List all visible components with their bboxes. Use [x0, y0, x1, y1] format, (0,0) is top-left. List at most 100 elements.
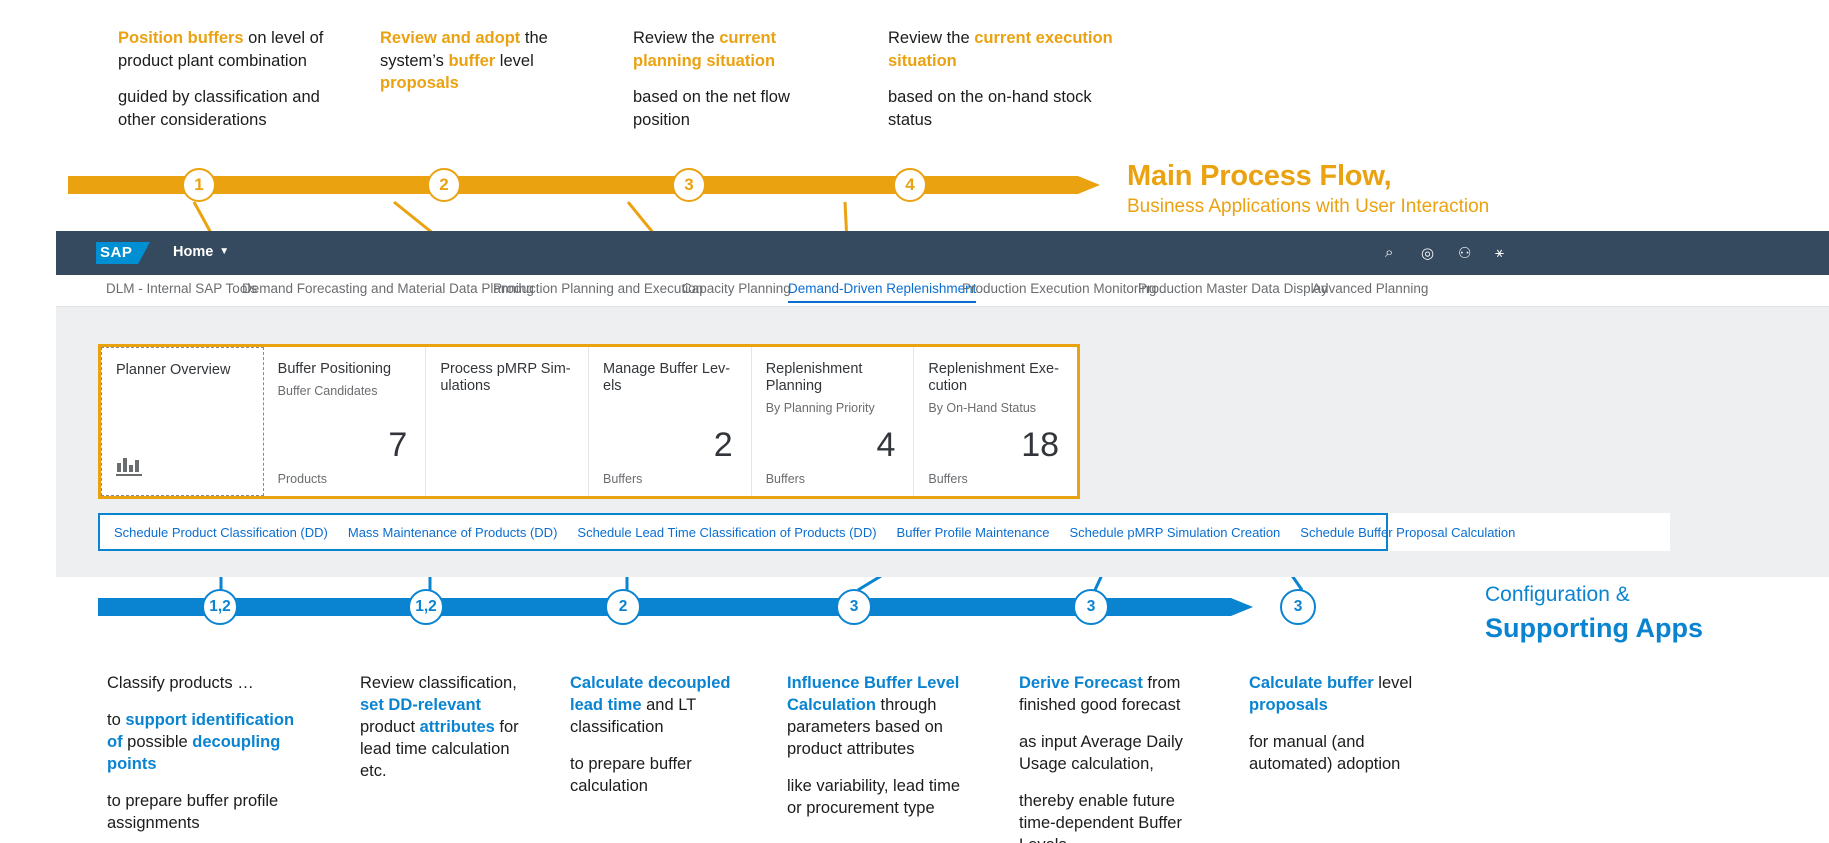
text-run: product [360, 718, 420, 736]
callout-step-2: Review and adopt the system’s buffer lev… [380, 27, 580, 95]
text-run: level [1373, 674, 1413, 692]
tile-footer-label: Buffers [928, 472, 968, 486]
text-run: for manual (and automated) adoption [1249, 733, 1401, 773]
support-step-marker-4: 3 [836, 589, 872, 625]
main-flow-subtitle: Business Applications with User Interact… [1127, 196, 1490, 217]
search-icon[interactable]: ⌕ [1385, 244, 1394, 261]
nav-tab-5[interactable]: Production Execution Monitoring [962, 281, 1157, 296]
text-paragraph: Calculate buffer level proposals [1249, 672, 1439, 716]
sap-logo: SAP [96, 242, 150, 264]
nav-tab-4[interactable]: Demand-Driven Replenishment [788, 281, 977, 303]
app-link-4[interactable]: Schedule pMRP Simulation Creation [1069, 524, 1281, 540]
text-paragraph: Influence Buffer Level Calculation throu… [787, 672, 972, 760]
tile-kpi-value: 2 [713, 426, 733, 464]
text-run: buffer [448, 51, 496, 70]
text-run: possible [122, 733, 193, 751]
support-column-6: Calculate buffer level proposals for manu… [1249, 672, 1439, 775]
text-run: Derive Forecast [1019, 674, 1143, 692]
text-paragraph: Review classification, set DD-relevant p… [360, 672, 540, 782]
user-icon[interactable]: ⚹ [1495, 244, 1505, 261]
text-run: Review and adopt [380, 29, 521, 47]
text-run: Position buffers [118, 29, 244, 47]
app-link-0[interactable]: Schedule Product Classification (DD) [114, 524, 328, 540]
supporting-apps-link-bar: Schedule Product Classification (DD) Mass… [98, 513, 1515, 551]
text-paragraph: for manual (and automated) adoption [1249, 731, 1439, 775]
tile-title: Replenishment Planning [765, 361, 863, 394]
support-flow-title-line2: Supporting Apps [1485, 613, 1703, 643]
text-run: guided by classification and other consi… [118, 88, 320, 129]
text-run: from finished good forecast [1019, 674, 1181, 714]
tile-footer-label: Buffers [765, 472, 806, 486]
app-link-3[interactable]: Buffer Profile Maintenance [896, 524, 1050, 540]
main-step-marker-1: 1 [182, 168, 216, 202]
chevron-down-icon: ▼ [219, 246, 230, 257]
app-link-1[interactable]: Mass Maintenance of Products (DD) [347, 524, 558, 540]
tile-footer-label: Products [277, 472, 328, 486]
text-paragraph: thereby enable future time-dependent Buf… [1019, 790, 1199, 843]
bar-chart-icon [116, 379, 249, 478]
support-column-4: Influence Buffer Level Calculation throu… [787, 672, 972, 819]
text-paragraph: to prepare buffer calculation [570, 753, 745, 797]
support-column-1: Classify products …to support identifica… [107, 672, 302, 834]
support-step-marker-6: 3 [1280, 589, 1316, 625]
text-run: on level of product plant combination [118, 29, 324, 70]
text-run: through parameters based on product attr… [787, 696, 943, 758]
text-paragraph: as input Average Daily Usage calculation… [1019, 731, 1199, 775]
tile-title: Buffer Positioning [277, 361, 392, 377]
text-paragraph: to prepare buffer profile assignments [107, 790, 302, 834]
tile-title: Replenishment Exe-cution [928, 361, 1059, 394]
nav-tab-7[interactable]: Advanced Planning [1312, 281, 1429, 296]
tile-2[interactable]: Process pMRP Sim-ulations [426, 347, 590, 496]
text-paragraph: guided by classification and other consi… [118, 86, 343, 131]
app-link-5[interactable]: Schedule Buffer Proposal Calculation [1300, 524, 1516, 540]
tile-footer-label: Buffers [603, 472, 643, 486]
tile-kpi-value [440, 395, 574, 479]
support-column-5: Derive Forecast from finished good forec… [1019, 672, 1199, 843]
nav-tab-3[interactable]: Capacity Planning [682, 281, 791, 296]
text-run: Review the [888, 29, 975, 47]
support-step-marker-1: 1,2 [202, 589, 238, 625]
home-label: Home [173, 244, 214, 260]
support-step-marker-3: 2 [605, 589, 641, 625]
main-arrow-bar [68, 176, 1100, 194]
text-run: support identification of [107, 711, 295, 751]
text-run: Influence Buffer Level Calculation [787, 674, 960, 714]
main-process-arrow: 1 2 3 4 [68, 165, 1098, 205]
text-run: to prepare buffer profile assignments [107, 792, 279, 832]
app-link-2[interactable]: Schedule Lead Time Classification of Pro… [577, 524, 877, 540]
tile-4[interactable]: Replenishment Planning By Planning Priori… [752, 347, 915, 496]
text-paragraph: Derive Forecast from finished good forec… [1019, 672, 1199, 716]
tile-0[interactable]: Planner Overview [101, 347, 264, 496]
nav-tab-1[interactable]: Demand Forecasting and Material Data Pla… [242, 281, 534, 296]
text-run: like variability, lead time or procureme… [787, 777, 961, 817]
globe-icon[interactable]: ◎ [1421, 245, 1435, 262]
text-run: based on the on-hand stock status [888, 88, 1092, 129]
text-run: Classify products … [107, 674, 254, 692]
text-run: current planning situation [633, 29, 777, 70]
text-run: based on the net flow position [633, 88, 790, 129]
tile-subtitle: By Planning Priority [765, 401, 875, 415]
home-menu-button[interactable]: Home ▼ [173, 244, 229, 260]
text-run: Calculate decoupled lead time [570, 674, 731, 714]
text-run: Review classification, [360, 674, 517, 692]
tile-title: Process pMRP Sim-ulations [440, 361, 571, 394]
text-paragraph: Review the current planning situation [633, 27, 848, 72]
tile-subtitle: Buffer Candidates [277, 384, 378, 398]
text-run: Review the [633, 29, 720, 47]
nav-tab-0[interactable]: DLM - Internal SAP Tools [106, 281, 258, 296]
text-run: for lead time calculation etc. [360, 718, 519, 780]
text-run: level [495, 51, 534, 70]
text-paragraph: Classify products … [107, 672, 302, 694]
nav-tab-6[interactable]: Production Master Data Display [1138, 281, 1328, 296]
nav-tab-2[interactable]: Production Planning and Execution [493, 281, 704, 296]
main-step-marker-3: 3 [672, 168, 706, 202]
bell-icon[interactable]: ⚇ [1458, 245, 1472, 262]
text-run: thereby enable future time-dependent Buf… [1019, 792, 1182, 843]
tile-title: Planner Overview [116, 362, 231, 378]
